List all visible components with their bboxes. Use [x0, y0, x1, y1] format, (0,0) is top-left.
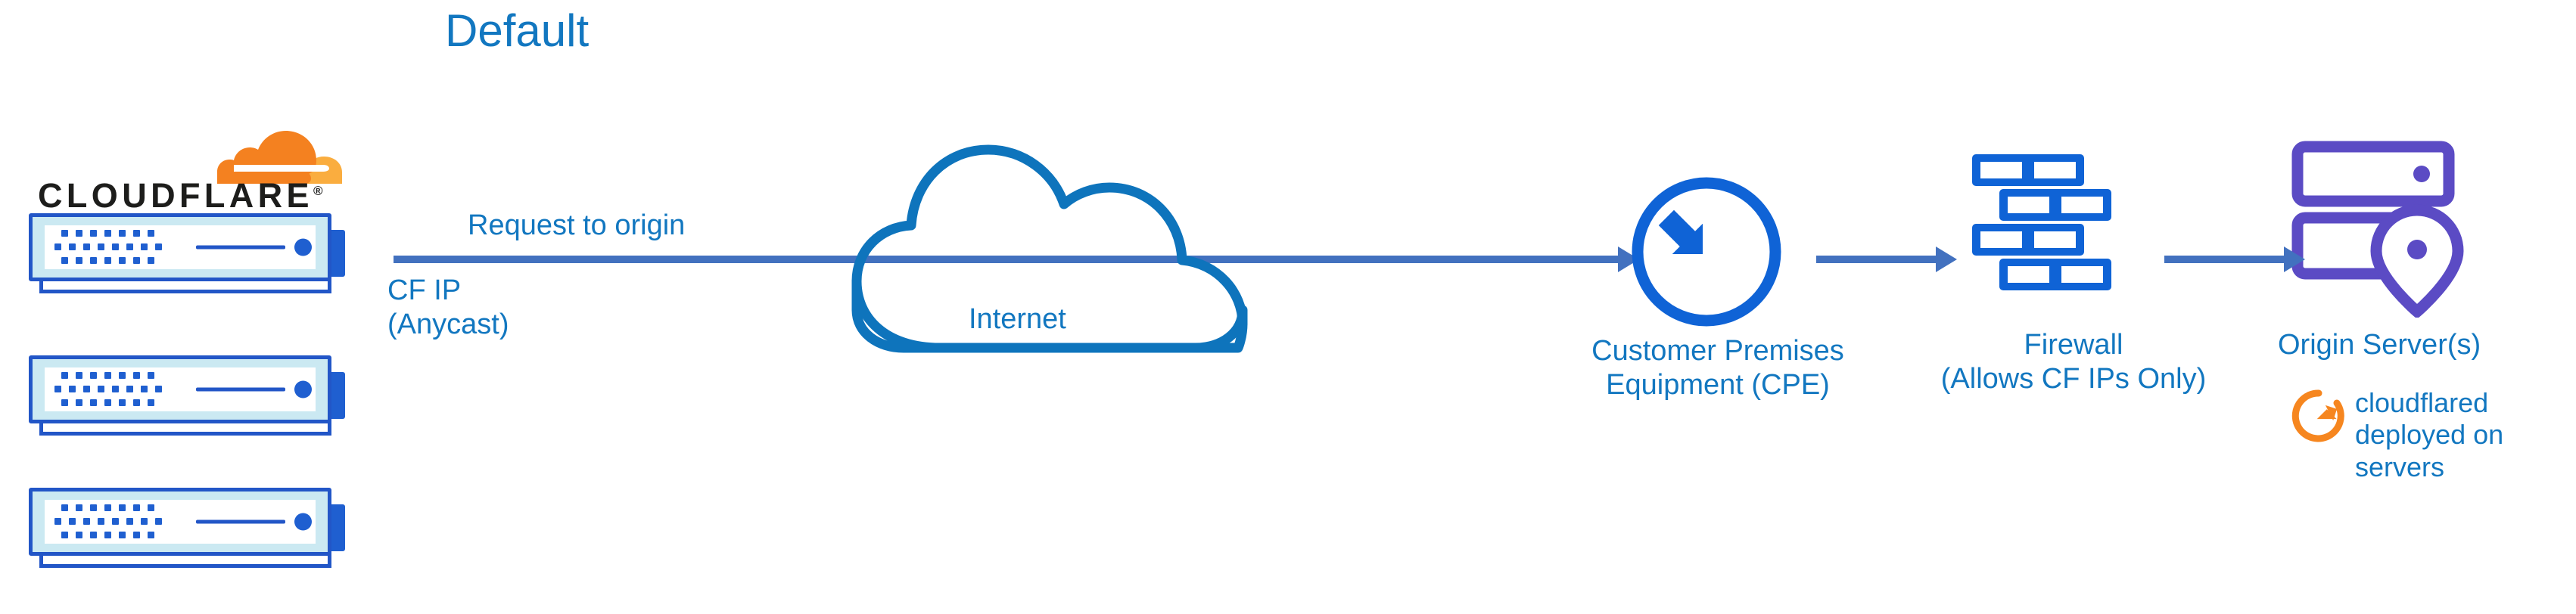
label-firewall: Firewall (Allows CF IPs Only) [1940, 329, 2207, 395]
server-rack-body [29, 488, 331, 556]
server-rack-body [29, 213, 331, 281]
server-rack-body [29, 355, 331, 423]
registered-mark: ® [313, 184, 323, 198]
arrow-cpe-to-firewall [1816, 256, 1937, 263]
router-circle-arrows-icon [1632, 177, 1781, 327]
label-cloudflared-deployed: cloudflared deployed on servers [2355, 387, 2504, 482]
refresh-circular-arrow-icon [2291, 389, 2344, 442]
arrow-firewall-to-origin [2164, 256, 2285, 263]
cloudflare-wordmark: CLOUDFLARE® [38, 176, 323, 216]
label-customer-premises-equipment: Customer Premises Equipment (CPE) [1591, 335, 1844, 401]
server-rack-indicator-line [196, 519, 285, 524]
page-title: Default [445, 5, 590, 56]
cloudflare-cloud-logo-icon [217, 131, 342, 184]
wordmark-text: CLOUDFLARE [38, 176, 313, 215]
server-rack-tab [328, 372, 345, 419]
server-rack-led [294, 238, 312, 256]
origin-server-stack-pin-icon [2291, 141, 2464, 318]
server-rack-led [294, 513, 312, 531]
server-rack-indicator-line [196, 245, 285, 250]
server-rack-tab [328, 504, 345, 551]
server-rack-led [294, 380, 312, 398]
label-cf-ip-anycast: CF IP (Anycast) [387, 274, 509, 340]
brick-wall-firewall-icon [1972, 154, 2111, 290]
server-rack-panel [45, 225, 316, 269]
cloudflare-logo: CLOUDFLARE® [38, 117, 342, 215]
server-rack [29, 213, 347, 298]
server-rack-port-dots [54, 504, 176, 539]
server-rack-port-dots [54, 372, 176, 407]
server-rack-tab [328, 230, 345, 277]
label-origin-server: Origin Server(s) [2278, 329, 2481, 361]
arrow-edge-to-cpe [394, 256, 1619, 263]
server-rack-panel [45, 367, 316, 411]
server-rack-port-dots [54, 230, 176, 265]
label-request-to-origin: Request to origin [468, 209, 686, 241]
label-internet: Internet [969, 303, 1066, 335]
server-rack [29, 488, 347, 572]
server-rack [29, 355, 347, 440]
server-rack-panel [45, 500, 316, 544]
server-rack-indicator-line [196, 387, 285, 392]
internet-cloud-icon [851, 144, 1248, 353]
